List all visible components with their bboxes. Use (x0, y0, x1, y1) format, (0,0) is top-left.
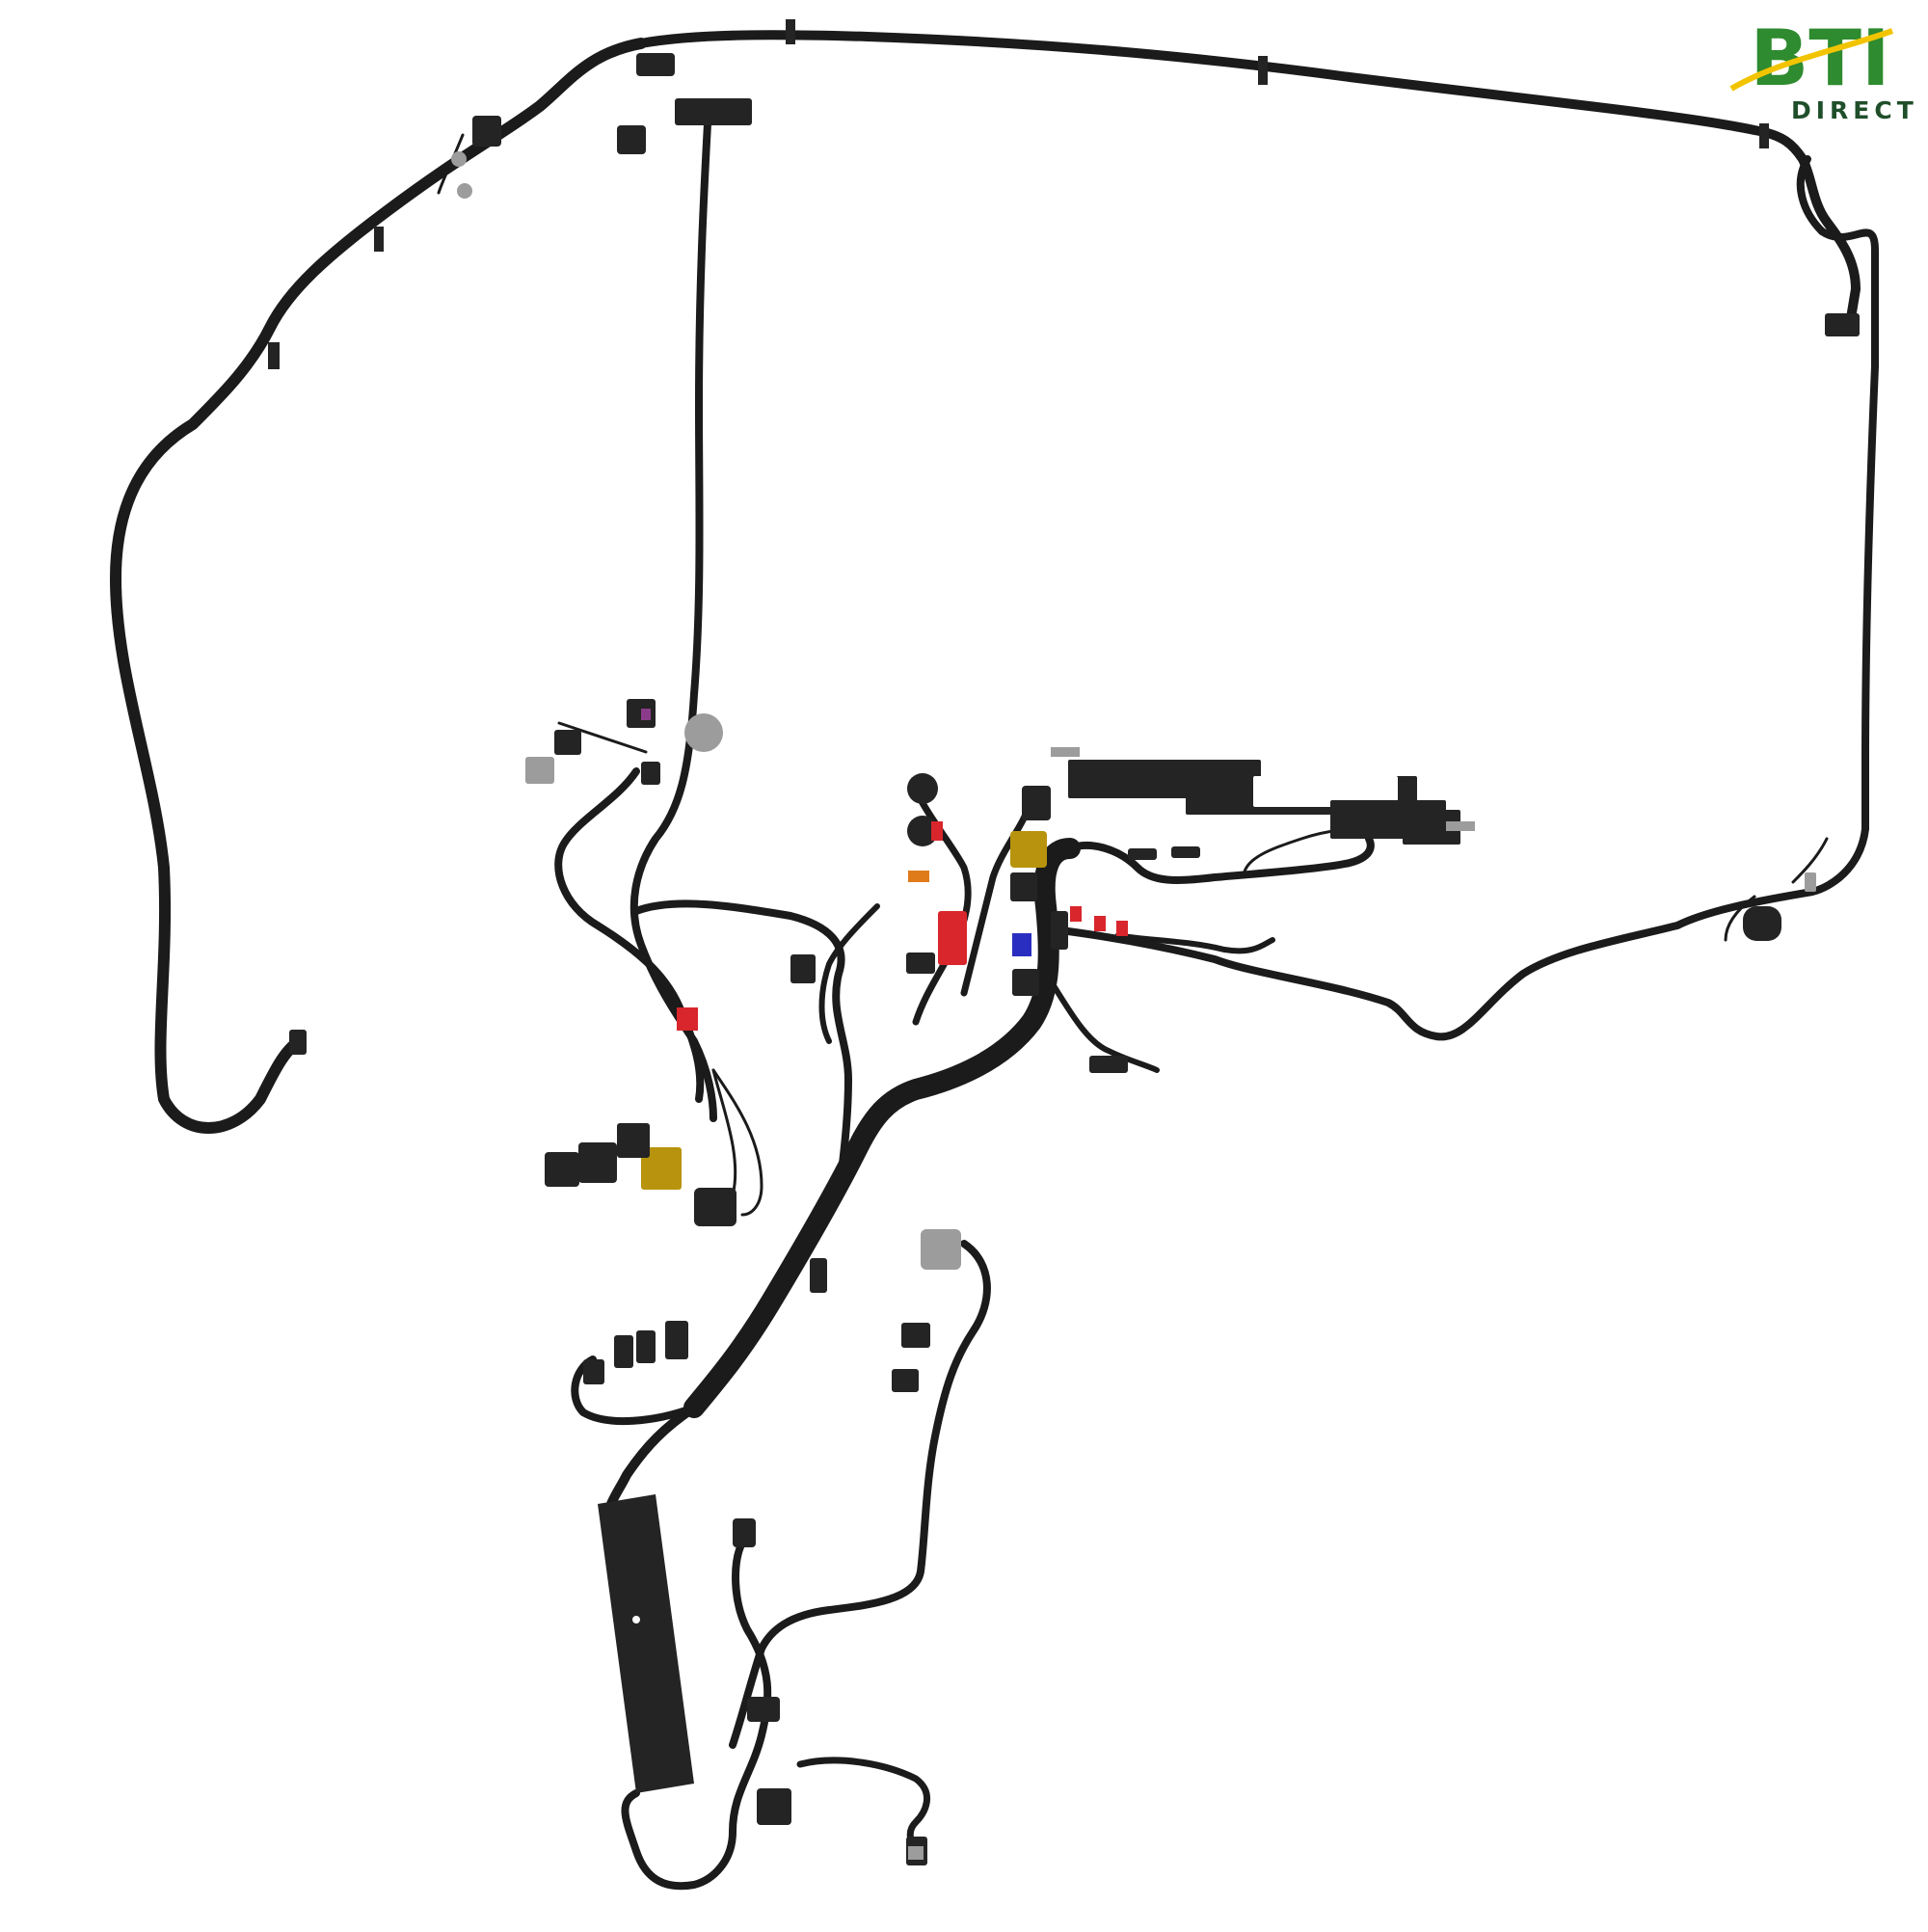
connector-black-20 (810, 1258, 827, 1293)
connector-black-9 (1022, 786, 1051, 820)
connector-black-24 (583, 1359, 604, 1384)
connector-red-3 (1070, 906, 1082, 922)
connector-black-26 (747, 1697, 780, 1722)
harness-thin-wire-5 (437, 133, 465, 195)
connector-black-2 (554, 730, 581, 755)
connector-top-clip-2 (617, 125, 646, 154)
harness-trunk (683, 838, 1081, 1418)
harness-cable-right-run (1066, 835, 1375, 884)
connector-right-end (1825, 313, 1860, 336)
bti-logo-icon: BTI (1729, 21, 1894, 98)
cable-clip-5 (268, 342, 280, 369)
harness-cable-top-left (110, 38, 647, 1134)
connector-gray-2 (921, 1229, 961, 1270)
harness-cable-mid-arc (632, 899, 852, 1199)
harness-thin-wire-2 (711, 1068, 763, 1217)
connector-black-22 (636, 1330, 656, 1363)
ring-terminal-2 (457, 183, 472, 199)
connector-black-11 (1012, 969, 1039, 996)
connector-black-18 (901, 1323, 930, 1348)
harness-cable-lower-left (571, 1355, 698, 1426)
connector-black-6 (578, 1142, 617, 1183)
harness-cable-center-branch-2 (960, 796, 1035, 997)
fuse-relay-box (1051, 747, 1475, 845)
harness-cable-left-branch (554, 767, 705, 1103)
ring-terminal-1 (451, 151, 467, 167)
connector-yellow-2 (1010, 831, 1047, 868)
connector-top-clip-1 (636, 53, 675, 76)
connector-black-19 (892, 1369, 919, 1392)
bti-direct-logo: BTI DIRECT (1724, 21, 1916, 125)
connector-sensor-right (1743, 906, 1781, 941)
connector-purple-1 (641, 709, 651, 720)
bracket-hole (632, 1616, 640, 1623)
connector-black-16 (1128, 848, 1157, 860)
connector-left-end (289, 1030, 307, 1055)
connector-black-7 (617, 1123, 650, 1158)
logo-sub-text: DIRECT (1791, 96, 1918, 124)
connector-black-21 (614, 1335, 633, 1368)
harness-cable-bottom-right (796, 1757, 930, 1855)
connector-red-5 (1116, 921, 1128, 936)
connector-orange-1 (908, 871, 929, 882)
connector-black-8 (694, 1188, 736, 1226)
connector-black-27 (757, 1788, 791, 1825)
connector-black-13 (790, 954, 816, 983)
connector-gray-1 (525, 757, 554, 784)
connector-gray-round (684, 713, 723, 752)
connector-red-band (677, 1007, 698, 1031)
connector-black-25 (733, 1518, 756, 1547)
connector-red-4 (1094, 916, 1106, 931)
connector-gray-3 (908, 1846, 924, 1860)
harness-cable-fuse-feed (1115, 932, 1275, 954)
harness-cable-center-4 (1043, 971, 1160, 1073)
connector-round-1 (907, 773, 938, 804)
logo-swoosh-icon (1729, 28, 1894, 92)
connector-black-4 (641, 762, 660, 785)
connector-top-block (675, 98, 752, 125)
connector-black-5 (545, 1152, 579, 1187)
harness-cable-bottom (621, 1539, 772, 1891)
cable-clip-2 (786, 19, 795, 44)
connector-black-12 (906, 953, 935, 974)
cable-clip-1 (1258, 56, 1268, 85)
cable-clip-3 (1759, 123, 1769, 148)
connector-red-block (938, 911, 967, 965)
harness-cable-top (636, 30, 1861, 323)
connector-black-17 (1171, 846, 1200, 858)
connector-black-14 (1089, 1056, 1128, 1073)
connector-black-10 (1010, 872, 1037, 901)
connector-red-2 (931, 821, 943, 841)
connector-yellow-1 (641, 1147, 682, 1190)
harness-thin-wire-1 (557, 721, 648, 754)
connector-blue-1 (1012, 933, 1031, 956)
mounting-bracket (598, 1494, 694, 1793)
harness-thin-wire-6 (1791, 837, 1829, 884)
harness-cable-center-3 (818, 903, 880, 1044)
cable-clip-4 (374, 227, 384, 252)
connector-right-tip (1805, 872, 1816, 892)
connector-round-2 (907, 816, 938, 846)
harness-thin-wire-3 (711, 1068, 737, 1197)
connector-black-23 (665, 1321, 688, 1359)
harness-cable-right (1057, 155, 1879, 1041)
logo-brand-text: BTI (1750, 21, 1889, 98)
connector-top-clip-3 (472, 116, 501, 147)
harness-thin-wire-4 (1724, 895, 1756, 942)
connector-black-15 (1051, 911, 1068, 950)
